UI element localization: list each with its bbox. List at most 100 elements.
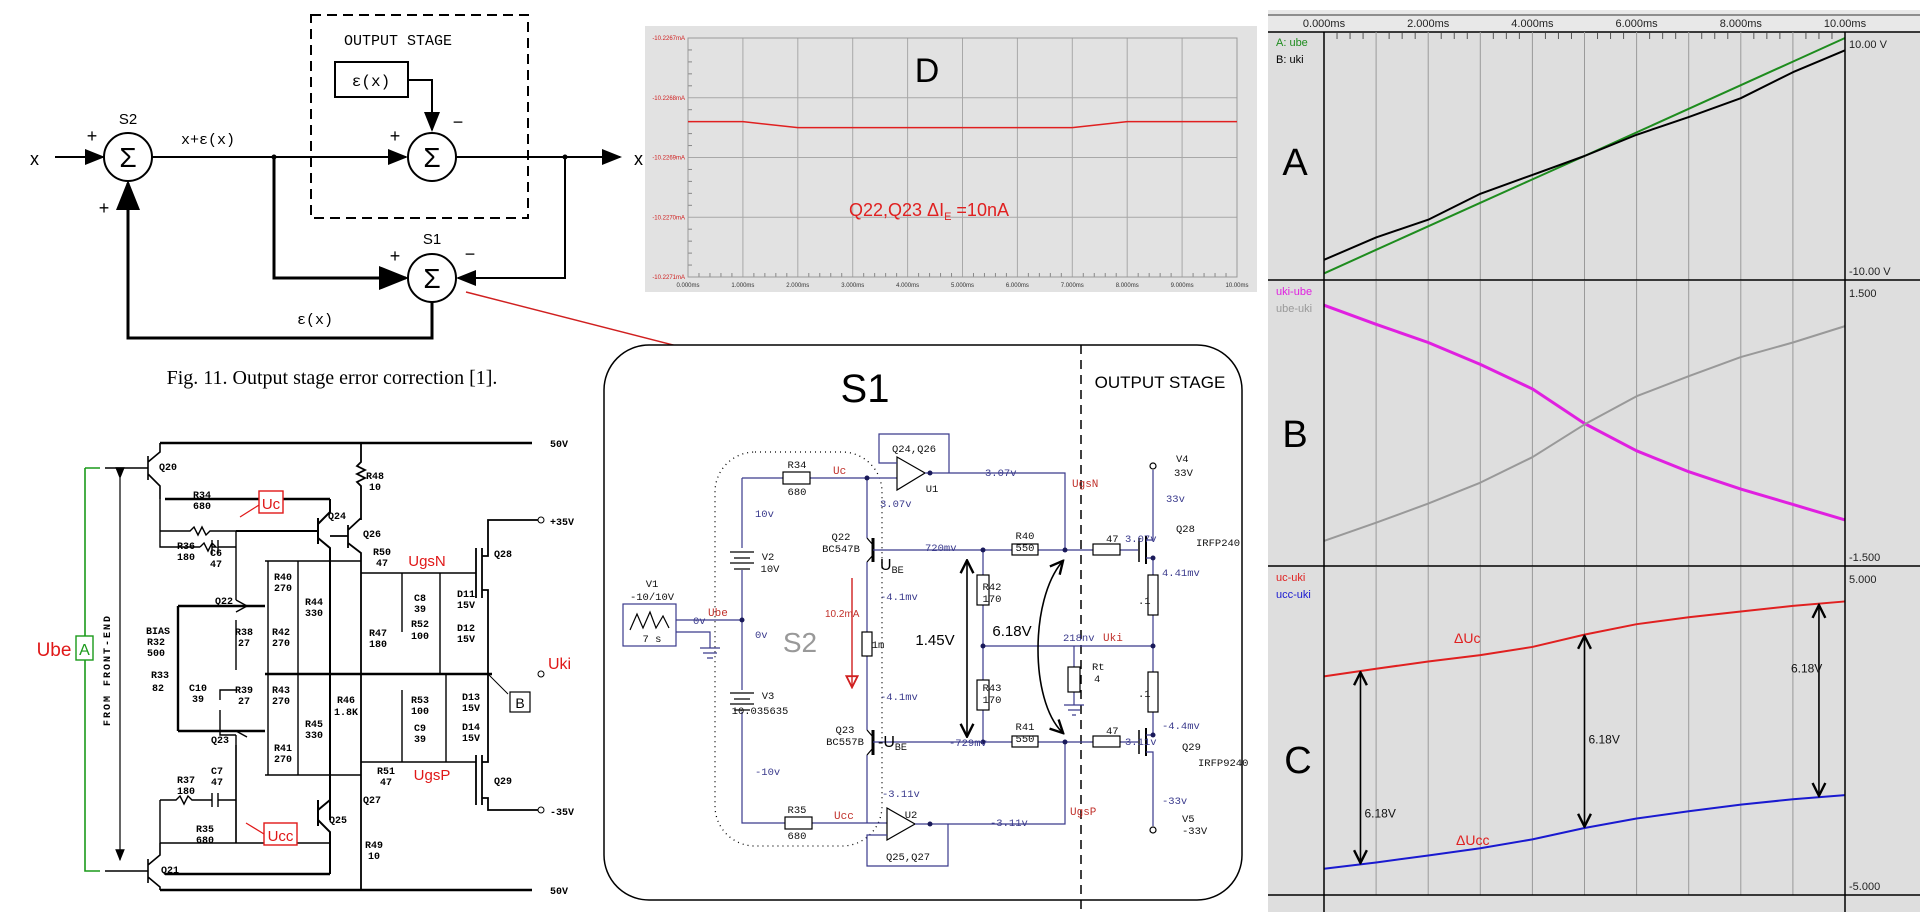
voltage-label: 218nv xyxy=(1063,633,1095,645)
input-x-label: x xyxy=(30,149,39,169)
y-tick-label: -10.2267mA xyxy=(652,36,685,42)
component-label: R48 xyxy=(366,472,384,483)
component-label: -35V xyxy=(550,808,574,819)
component-label: Q27 xyxy=(363,796,381,807)
component-label: +35V xyxy=(550,518,574,529)
component-label: Q25 xyxy=(329,816,347,827)
component-label: R49 xyxy=(365,841,383,852)
marker-b: B xyxy=(515,695,524,711)
ucc-leader xyxy=(245,822,265,835)
part-label: 680 xyxy=(788,831,807,843)
part-label: 47 xyxy=(1106,726,1119,738)
component-label: 50V xyxy=(550,440,568,451)
y-tick-label: -10.2269mA xyxy=(652,156,685,162)
ugsp-label: UgsP xyxy=(414,767,451,784)
summer-s1: Σ xyxy=(407,253,457,303)
component-label: R38 xyxy=(235,628,253,639)
signal-label: UgsN xyxy=(1072,479,1098,491)
sigma-symbol: Σ xyxy=(423,142,440,173)
part-label: 170 xyxy=(983,695,1002,707)
component-label: R36 xyxy=(177,542,195,553)
gap-label: 6.18V xyxy=(1589,732,1620,746)
voltage-label: 0v xyxy=(693,616,706,628)
component-label: 100 xyxy=(411,707,429,718)
part-label: 170 xyxy=(983,594,1002,606)
x-tick-label: 7.000ms xyxy=(1061,283,1084,289)
voltage-label: -4.4mv xyxy=(1162,721,1200,733)
component-label: R40 xyxy=(274,573,292,584)
schematic-frame xyxy=(603,344,1243,901)
part-label: U2 xyxy=(905,810,918,822)
part-label: Q29 xyxy=(1182,742,1201,754)
component-label: 270 xyxy=(274,755,292,766)
part-label: Q22 xyxy=(832,532,851,544)
component-label: D13 xyxy=(462,693,480,704)
y-tick-label: -10.2271mA xyxy=(652,275,685,281)
feedback-path xyxy=(116,180,434,340)
plus-sign: + xyxy=(99,198,110,218)
voltage-label: 3.07v xyxy=(880,499,912,511)
component-label: R34 xyxy=(193,491,211,502)
error-box-label: ε(x) xyxy=(352,73,390,91)
panel-label-d: D xyxy=(915,52,940,90)
component-label: 180 xyxy=(369,640,387,651)
uc-leader xyxy=(239,504,260,518)
ucc-label: Ucc xyxy=(268,828,294,845)
delta-label-2: 6.18V xyxy=(992,623,1031,640)
panel-label: A xyxy=(1282,142,1308,184)
x-plus-eps-label: x+ε(x) xyxy=(181,132,235,149)
front-end-label: FROM FRONT-END xyxy=(103,614,114,726)
s2-label: S2 xyxy=(119,111,137,128)
x-tick-label: 3.000ms xyxy=(841,283,864,289)
voltage-label: -4.1mv xyxy=(880,692,918,704)
time-tick-label: 10.00ms xyxy=(1824,18,1867,30)
block-diagram: x Σ S2 + + x+ε(x) OUTPUT STAGE ε(x) Σ + … xyxy=(30,14,643,389)
voltage-label: -4.1mv xyxy=(880,592,918,604)
component-label: R42 xyxy=(272,628,290,639)
component-label: R45 xyxy=(305,720,323,731)
legend-entry: B: uki xyxy=(1276,54,1304,66)
part-label: BC547B xyxy=(822,544,860,556)
y-max-label: 5.000 xyxy=(1849,574,1877,586)
annotation-tail: =10nA xyxy=(951,200,1009,220)
y-min-label: -5.000 xyxy=(1849,881,1880,893)
ugsn-label: UgsN xyxy=(408,553,446,570)
y-max-label: 10.00 V xyxy=(1849,39,1888,51)
voltage-label: -10v xyxy=(755,767,780,779)
voltage-label: -729mv xyxy=(949,738,987,750)
voltage-label: -33v xyxy=(1162,796,1187,808)
component-label: 680 xyxy=(196,836,214,847)
sigma-symbol: Σ xyxy=(119,142,136,173)
gap-label: 6.18V xyxy=(1364,807,1395,821)
series-line xyxy=(1323,325,1846,542)
part-label: 47 xyxy=(1106,534,1119,546)
scope-background xyxy=(1268,10,1920,912)
component-label: R39 xyxy=(235,686,253,697)
legend-entry: uc-uki xyxy=(1276,572,1305,584)
legend-entry: A: ube xyxy=(1276,37,1308,49)
voltage-label: 3.07v xyxy=(1125,534,1157,546)
part-label: 550 xyxy=(1016,734,1035,746)
component-label: 82 xyxy=(152,684,164,695)
part-label: -10/10V xyxy=(630,592,675,604)
part-label: Q28 xyxy=(1176,524,1195,536)
part-label: 680 xyxy=(788,487,807,499)
signal-label: UgsP xyxy=(1070,807,1097,819)
component-label: 330 xyxy=(305,731,323,742)
part-label: 7 s xyxy=(643,634,662,646)
time-tick-label: 2.000ms xyxy=(1407,18,1450,30)
component-label: R43 xyxy=(272,686,290,697)
component-label: R47 xyxy=(369,629,387,640)
minus-sign: − xyxy=(465,244,476,264)
component-label: R41 xyxy=(274,744,292,755)
marker-b-box xyxy=(509,691,531,713)
component-label: 47 xyxy=(380,778,392,789)
annotation-subscript: E xyxy=(944,211,951,223)
x-tick-label: 4.000ms xyxy=(896,283,919,289)
time-tick-label: 0.000ms xyxy=(1303,18,1346,30)
component-label: Q22 xyxy=(215,597,233,608)
schematic-nodes xyxy=(739,470,1156,827)
